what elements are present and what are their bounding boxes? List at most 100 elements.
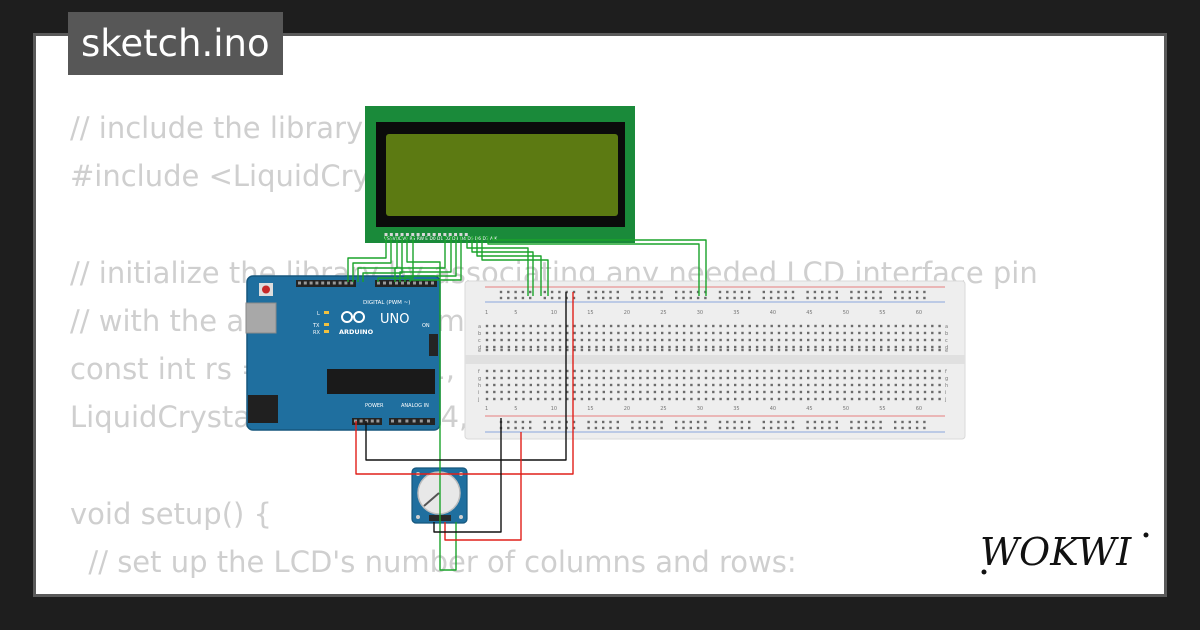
logo-dot-left bbox=[981, 569, 987, 575]
wire-lcd-d6[interactable] bbox=[404, 236, 457, 282]
arduino-pin[interactable] bbox=[419, 419, 423, 423]
wire-lcd-bb-3[interactable] bbox=[487, 236, 700, 296]
arduino-pin[interactable] bbox=[407, 281, 410, 285]
arduino-pin[interactable] bbox=[427, 419, 430, 423]
code-line: void setup() { bbox=[70, 496, 272, 531]
breadboard-row-letter: c bbox=[945, 338, 948, 344]
breadboard-column-number: 5 bbox=[514, 310, 517, 316]
breadboard-row-letter: i bbox=[478, 390, 479, 396]
breadboard-column-number: 55 bbox=[879, 406, 885, 412]
arduino-pin[interactable] bbox=[338, 281, 342, 285]
lcd-pin[interactable] bbox=[432, 233, 436, 236]
arduino-pin[interactable] bbox=[298, 281, 301, 285]
lcd-pin[interactable] bbox=[400, 233, 404, 236]
wire-gnd-rail[interactable] bbox=[365, 292, 567, 461]
arduino-pin[interactable] bbox=[405, 419, 409, 423]
arduino-pin[interactable] bbox=[401, 281, 404, 285]
arduino-pin[interactable] bbox=[303, 281, 307, 285]
lcd-pin[interactable] bbox=[389, 233, 393, 236]
lcd-pin[interactable] bbox=[421, 233, 425, 236]
wokwi-logo: WOKWI bbox=[980, 530, 1149, 575]
arduino-pin[interactable] bbox=[327, 281, 330, 285]
arduino-pin[interactable] bbox=[419, 281, 422, 285]
lcd-pin[interactable] bbox=[395, 233, 399, 236]
wire-lcd-d5[interactable] bbox=[399, 236, 452, 282]
breadboard-center-channel bbox=[465, 355, 965, 364]
atmega-chip bbox=[327, 369, 435, 394]
reset-button-cap[interactable] bbox=[262, 285, 270, 294]
breadboard-column-number: 50 bbox=[843, 406, 849, 412]
arduino-pin[interactable] bbox=[413, 281, 416, 285]
lcd-pin[interactable] bbox=[416, 233, 420, 236]
breadboard-column-number: 45 bbox=[806, 310, 812, 316]
breadboard-row-letter: j bbox=[477, 397, 479, 403]
breadboard-row-letter: c bbox=[478, 338, 481, 344]
arduino-pin[interactable] bbox=[332, 281, 336, 285]
wire-5v-rail[interactable] bbox=[355, 292, 574, 475]
wire-lcd-rs[interactable] bbox=[362, 236, 403, 282]
arduino-pin[interactable] bbox=[431, 281, 434, 285]
breadboard-column-number: 5 bbox=[514, 406, 517, 412]
lcd-pin[interactable] bbox=[438, 233, 441, 236]
lcd-pin[interactable] bbox=[427, 233, 431, 236]
arduino-pin[interactable] bbox=[383, 281, 386, 285]
led-rx bbox=[324, 330, 329, 333]
analog-header-label: ANALOG IN bbox=[401, 403, 429, 409]
wokwi-logo-text: WOKWI bbox=[980, 530, 1132, 574]
lcd-pin[interactable] bbox=[454, 233, 458, 236]
wire-lcd-a[interactable] bbox=[466, 236, 529, 296]
pot-screw-3 bbox=[416, 515, 420, 519]
wire-lcd-bb-1[interactable] bbox=[476, 236, 542, 296]
arduino-pin[interactable] bbox=[391, 419, 394, 423]
lcd-pin[interactable] bbox=[443, 233, 447, 236]
lcd-1602-module[interactable]: VSSVDDV0 RS RW E D0 D1 D2 D3 D4 D5 D6 D7… bbox=[365, 106, 635, 243]
uno-label: UNO bbox=[380, 312, 409, 327]
lcd-pin[interactable] bbox=[384, 233, 388, 236]
led-label-rx: RX bbox=[313, 330, 320, 336]
arduino-pin[interactable] bbox=[315, 281, 319, 285]
breadboard-column-number: 20 bbox=[624, 310, 630, 316]
lcd-pin-labels: VSSVDDV0 RS RW E D0 D1 D2 D3 D4 D5 D6 D7… bbox=[384, 236, 497, 242]
arduino-pin[interactable] bbox=[395, 281, 398, 285]
breadboard-column-number: 55 bbox=[879, 310, 885, 316]
arduino-pin[interactable] bbox=[412, 419, 416, 423]
wire-lcd-rw[interactable] bbox=[406, 236, 457, 571]
arduino-pin[interactable] bbox=[370, 419, 374, 423]
wire-lcd-vss[interactable] bbox=[347, 236, 387, 282]
wire-lcd-d4[interactable] bbox=[394, 236, 446, 282]
breadboard-row-letter: a bbox=[478, 324, 481, 330]
lcd-pin[interactable] bbox=[411, 233, 415, 236]
wire-pot-gnd[interactable] bbox=[433, 418, 502, 533]
breadboard-row-letter: d bbox=[478, 345, 481, 351]
arduino-pin[interactable] bbox=[344, 281, 348, 285]
code-line: // set up the LCD's number of columns an… bbox=[70, 544, 797, 579]
wires bbox=[347, 236, 707, 571]
code-line: lcd.begin(16, 2); bbox=[70, 586, 1038, 594]
breadboard-column-number: 30 bbox=[697, 310, 703, 316]
arduino-pin[interactable] bbox=[389, 281, 392, 285]
wire-lcd-vdd[interactable] bbox=[352, 236, 392, 282]
wire-lcd-bb-4[interactable] bbox=[492, 236, 707, 296]
arduino-uno-board[interactable]: DIGITAL (PWM ~) UNO ARDUINO L TX RX ON P… bbox=[245, 275, 441, 431]
lcd-pin[interactable] bbox=[405, 233, 409, 236]
wire-lcd-d7[interactable] bbox=[409, 236, 462, 282]
arduino-pin[interactable] bbox=[377, 281, 380, 285]
arduino-pin[interactable] bbox=[398, 419, 402, 423]
wire-lcd-bb-2[interactable] bbox=[481, 236, 549, 296]
wire-lcd-v0[interactable] bbox=[357, 236, 398, 282]
lcd-pin[interactable] bbox=[464, 233, 468, 236]
lcd-pin[interactable] bbox=[459, 233, 463, 236]
arduino-pin[interactable] bbox=[425, 281, 428, 285]
power-header-label: POWER bbox=[365, 403, 384, 409]
wire-pot-vcc[interactable] bbox=[444, 432, 522, 541]
breadboard-holes[interactable] bbox=[485, 290, 941, 430]
arduino-pin[interactable] bbox=[321, 281, 325, 285]
arduino-pin[interactable] bbox=[309, 281, 313, 285]
lcd-pin[interactable] bbox=[448, 233, 452, 236]
file-tab-title[interactable]: sketch.ino bbox=[68, 12, 283, 75]
arduino-pin[interactable] bbox=[350, 281, 354, 285]
arduino-pin[interactable] bbox=[359, 419, 363, 423]
arduino-pin[interactable] bbox=[376, 419, 380, 423]
wire-lcd-k[interactable] bbox=[471, 236, 534, 296]
